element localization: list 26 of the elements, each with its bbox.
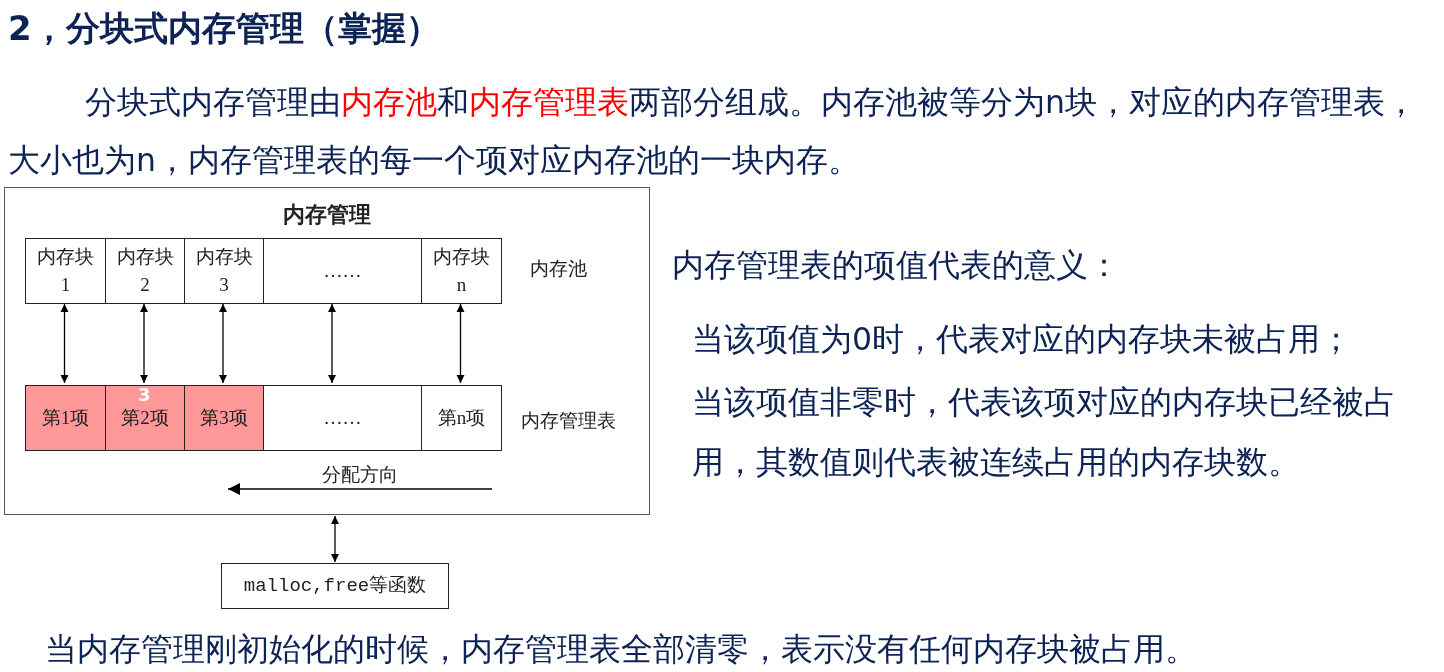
body-text: 当该项值为0时，代表对应的内存块未被占用； — [692, 320, 1353, 359]
heading-text: 内存管理表的项值代表的意义： — [672, 246, 1120, 285]
table-entry-cell: 第3项 — [184, 385, 264, 451]
row-label: 内存池 — [530, 257, 587, 281]
paragraph: 分块式内存管理由内存池和内存管理表两部分组成。内存池被等分为n块，对应的内存管理表，大小也为n，内存管理表的每一个项对应内存池的一块内存。 — [8, 83, 1418, 180]
table-entry-cell: …… — [263, 385, 422, 451]
table-entry-cell: 第1项 — [25, 385, 106, 451]
function-box: malloc,free等函数 — [221, 563, 449, 609]
overlay-number: 3 — [138, 385, 151, 405]
table-entry-cell: 第n项 — [421, 385, 502, 451]
memory-block-cell: 内存块 3 — [184, 238, 264, 304]
body-text: 当该项值非零时，代表该项对应的内存块已经被占用，其数值则代表被连续占用的内存块数。 — [692, 383, 1397, 482]
double-arrow — [219, 303, 227, 384]
memory-block-cell: …… — [263, 238, 422, 304]
double-arrow — [60, 303, 69, 384]
double-arrow — [331, 515, 339, 563]
memory-block-cell: 内存块 1 — [25, 238, 106, 304]
memory-block-cell: 内存块 n — [421, 238, 502, 304]
arrow-label: 分配方向 — [322, 463, 398, 487]
double-arrow — [140, 303, 148, 384]
title: 2，分块式内存管理（掌握） — [8, 7, 440, 50]
double-arrow — [456, 303, 465, 384]
row-label: 内存管理表 — [521, 409, 616, 433]
double-arrow — [328, 303, 336, 384]
body-text: 当内存管理刚初始化的时候，内存管理表全部清零，表示没有任何内存块被占用。 — [45, 630, 1197, 669]
memory-block-cell: 内存块 2 — [105, 238, 185, 304]
